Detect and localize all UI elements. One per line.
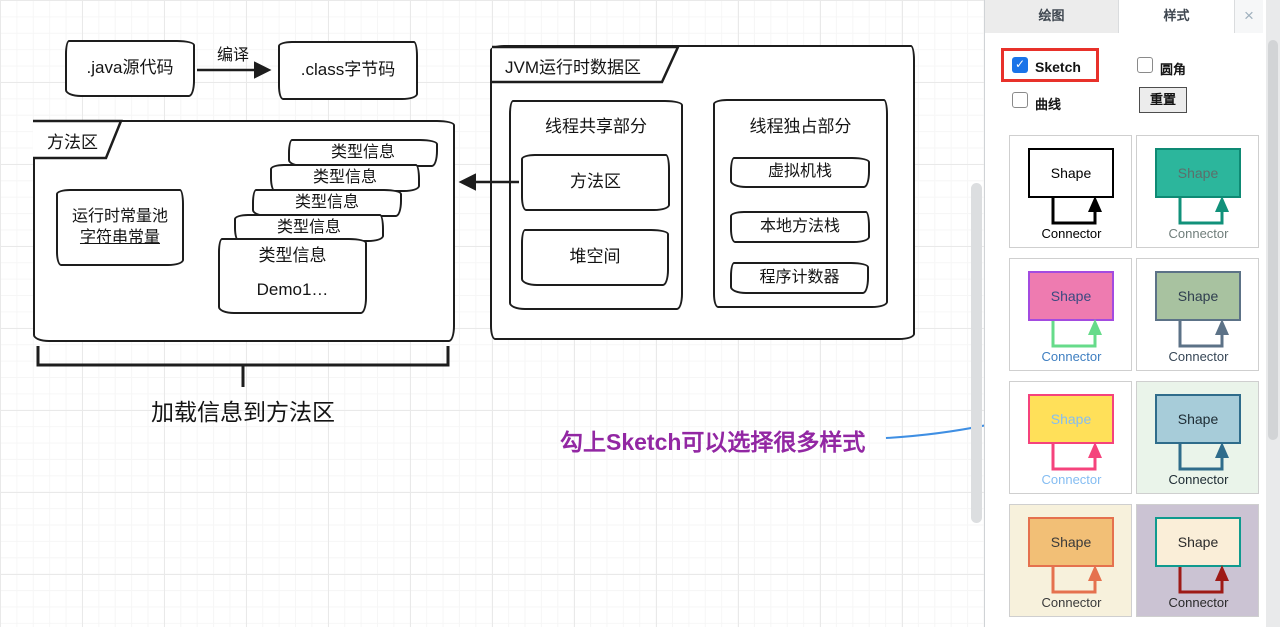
rounded-checkbox[interactable] [1137,57,1153,73]
connector-preview-label: Connector [1168,226,1229,241]
method-area-item-label: 方法区 [570,172,621,192]
connector-preview-label: Connector [1041,595,1102,610]
shape-preview: Shape [1028,271,1114,321]
runtime-constant-pool-shape[interactable]: 运行时常量池 字符串常量 [56,189,184,266]
connector-preview-label: Connector [1041,472,1102,487]
shape-preview: Shape [1155,394,1241,444]
runtime-constant-pool-line1: 运行时常量池 [71,207,168,225]
heap-space-label: 堆空间 [569,247,621,267]
compile-arrow-label: 编译 [216,47,249,64]
class-bytecode-label: .class字节码 [300,60,396,80]
thread-exclusive-title: 线程独占部分 [749,117,852,136]
java-source-label: .java源代码 [86,58,174,78]
connector-preview-icon [1178,565,1229,594]
connector-preview-label: Connector [1168,349,1229,364]
connector-preview-icon [1051,442,1102,471]
shape-preview: Shape [1155,517,1241,567]
annotation-arrow [885,424,984,439]
shape-preview: Shape [1028,394,1114,444]
connector-preview-icon [1051,196,1102,225]
panel-scrollbar-thumb[interactable] [1268,40,1278,440]
type-info-card-2[interactable]: 类型信息 [270,164,420,192]
program-counter-shape[interactable]: 程序计数器 [730,262,869,294]
sketch-checkbox[interactable]: ✓ [1012,57,1028,73]
connector-preview-label: Connector [1041,226,1102,241]
curve-checkbox[interactable] [1012,92,1028,108]
connector-preview-label: Connector [1041,349,1102,364]
panel-scrollbar-track[interactable] [1266,0,1280,627]
type-info-label: 类型信息 [330,144,395,161]
program-counter-label: 程序计数器 [759,268,840,286]
vm-stack-label: 虚拟机栈 [767,163,832,181]
connector-preview-icon [1051,565,1102,594]
shape-preview: Shape [1028,517,1114,567]
native-method-stack-shape[interactable]: 本地方法栈 [730,211,870,243]
jvm-runtime-title: JVM运行时数据区 [505,58,641,77]
tab-style[interactable]: 样式 [1119,0,1234,33]
sketch-annotation-note: 勾上Sketch可以选择很多样式 [560,429,866,455]
type-info-card-1[interactable]: 类型信息 [288,139,438,167]
heap-space-shape[interactable]: 堆空间 [521,229,669,286]
shape-preview: Shape [1155,148,1241,198]
format-panel-tabbar: 绘图 样式 × [985,0,1263,33]
canvas-vertical-scrollbar[interactable] [971,183,982,523]
connector-preview-icon [1051,319,1102,348]
shape-preview: Shape [1155,271,1241,321]
reset-button[interactable]: 重置 [1139,87,1187,113]
type-info-label: 类型信息 [276,219,341,236]
shape-preview: Shape [1028,148,1114,198]
type-info-front-card[interactable]: 类型信息 Demo1… [218,238,367,314]
tab-diagram[interactable]: 绘图 [985,0,1119,33]
type-info-card-4[interactable]: 类型信息 [234,214,384,242]
type-info-label: 类型信息 [294,194,359,211]
string-constant-line2: 字符串常量 [79,228,160,246]
vm-stack-shape[interactable]: 虚拟机栈 [730,157,870,188]
type-info-label: 类型信息 [312,169,377,186]
method-area-title: 方法区 [47,133,98,152]
connector-preview-label: Connector [1168,472,1229,487]
connector-preview-icon [1178,196,1229,225]
diagram-canvas[interactable]: .java源代码 编译 .class字节码 方法区 运行时常量池 字符串常量 类… [0,0,984,627]
sketch-checkbox-label: Sketch [1035,59,1081,75]
close-icon[interactable]: × [1234,0,1263,33]
demo-class-label: Demo1… [256,280,329,300]
method-area-item-shape[interactable]: 方法区 [521,154,670,211]
thread-shared-title: 线程共享部分 [545,117,647,136]
connector-preview-icon [1178,319,1229,348]
class-bytecode-shape[interactable]: .class字节码 [278,41,418,100]
connector-preview-icon [1178,442,1229,471]
connector-preview-label: Connector [1168,595,1229,610]
curve-checkbox-label: 曲线 [1035,97,1062,112]
type-info-label: 类型信息 [258,246,327,265]
bottom-brace [36,346,450,367]
java-source-shape[interactable]: .java源代码 [65,40,195,97]
type-info-card-3[interactable]: 类型信息 [252,189,402,217]
native-method-stack-label: 本地方法栈 [759,217,840,235]
rounded-checkbox-label: 圆角 [1160,62,1187,77]
sketch-highlight-rectangle [1001,48,1099,82]
brace-caption: 加载信息到方法区 [151,399,335,425]
